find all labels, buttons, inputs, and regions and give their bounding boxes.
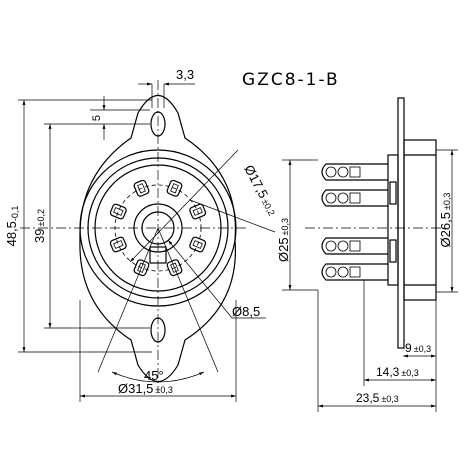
dim-center-hole: Ø8,5 — [167, 239, 266, 319]
dim-body-diameter: Ø31,5±0,3 — [79, 300, 237, 402]
side-d2-label: 14,3±0,3 — [376, 365, 419, 379]
model-title: GZC8-1-B — [242, 70, 340, 90]
dim-angle: 45° — [111, 368, 205, 383]
lug-offset-label: 5 — [91, 115, 103, 121]
contact-tab — [321, 163, 388, 181]
side-inner-diam-label: Ø25±0,3 — [276, 218, 291, 262]
dim-overall-height: 48,5-0,1 — [4, 99, 152, 353]
angle-line-right — [157, 227, 219, 373]
side-d1-label: 9±0,3 — [405, 341, 431, 355]
side-outer-diam-label: Ø26,5±0,3 — [438, 193, 453, 248]
body-diameter-label: Ø31,5±0,3 — [118, 381, 173, 396]
flange-plate — [397, 97, 405, 349]
front-view — [20, 80, 248, 392]
mount-spacing-label: 39±0,2 — [32, 209, 47, 243]
socket-pin — [109, 203, 127, 220]
side-recess — [387, 154, 399, 286]
socket-pin — [166, 179, 183, 197]
side-body — [403, 139, 437, 301]
socket-pin — [189, 236, 207, 253]
socket-pin — [189, 203, 207, 220]
contact-tabs — [321, 163, 388, 281]
side-key-lower — [389, 239, 397, 263]
dim-side-outer-diam: Ø26,5±0,3 — [436, 149, 458, 293]
side-d3-label: 23,5±0,3 — [356, 391, 399, 405]
dim-lug-width: 3,3 — [138, 67, 195, 108]
socket-pin — [109, 236, 127, 253]
side-view — [305, 97, 445, 349]
dim-side-14: 14,3±0,3 — [363, 280, 437, 386]
contact-tab — [321, 237, 388, 255]
dim-mount-spacing: 39±0,2 — [32, 123, 150, 329]
socket-pin — [133, 179, 150, 197]
contact-tab — [321, 189, 388, 207]
angle-line-left — [97, 227, 159, 373]
angle-label: 45° — [144, 368, 164, 383]
dim-lug-offset: 5 — [90, 96, 150, 140]
contact-tab — [321, 263, 388, 281]
center-hole-label: Ø8,5 — [232, 304, 260, 319]
pin-circle-label: Ø17,5±0,2 — [241, 162, 280, 217]
dim-side-inner-diam: Ø25±0,3 — [276, 159, 318, 291]
side-key-upper — [389, 181, 397, 205]
lug-width-label: 3,3 — [176, 67, 194, 82]
overall-height-label: 48,5-0,1 — [4, 206, 20, 247]
dim-side-9: 9±0,3 — [403, 300, 437, 362]
dim-side-23: 23,5±0,3 — [317, 290, 437, 412]
